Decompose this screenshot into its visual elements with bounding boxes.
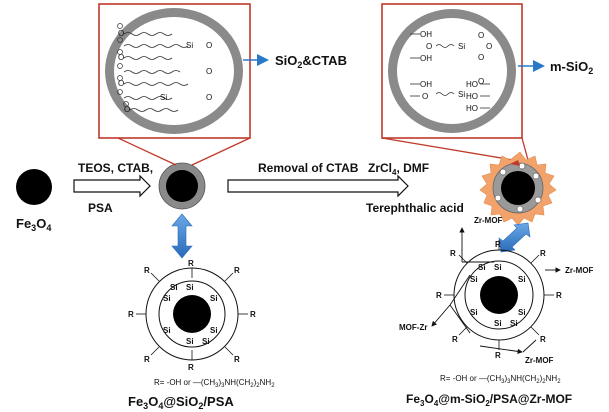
r-label: R <box>144 355 150 364</box>
inset-m-sio2: OH OH OH O O Si Si O O O HO HO HO O <box>381 3 523 139</box>
inset1-si: Si <box>186 41 193 50</box>
zoom-line-1b <box>191 137 251 166</box>
si-label: Si <box>163 294 171 303</box>
product1-label: Fe3O4@SiO2/PSA <box>128 394 234 411</box>
inset2-oh: OH <box>420 30 432 39</box>
product2-label: Fe3O4@m-SiO2/PSA@Zr-MOF <box>406 392 572 408</box>
si-label: Si <box>210 294 218 303</box>
inset1-label: SiO2&CTAB <box>275 53 347 70</box>
inset2-o: O <box>478 77 484 86</box>
r-definition-2: R= -OH or —(CH3)3NH(CH2)2NH2 <box>440 374 561 385</box>
inset2-oh: OH <box>420 80 432 89</box>
double-arrow-1 <box>171 213 193 259</box>
inset2-ho: HO <box>466 80 478 89</box>
mof-zr-label-left: MOF-Zr <box>399 323 427 332</box>
r-label: R <box>144 266 150 275</box>
inset2-oh: OH <box>420 54 432 63</box>
r-label: R <box>495 351 501 360</box>
inset1-o: O <box>206 93 212 102</box>
si-label: Si <box>494 319 502 328</box>
si-label: Si <box>210 326 218 335</box>
si-label: Si <box>470 308 478 317</box>
step3-reagents-bottom: Terephthalic acid <box>366 201 464 215</box>
r-label: R <box>495 240 501 249</box>
r-label: R <box>436 291 442 300</box>
si-label: Si <box>163 326 171 335</box>
r-label: R <box>188 363 194 372</box>
si-label: Si <box>170 283 178 292</box>
double-arrow-2 <box>498 222 531 253</box>
inset1-o: O <box>118 53 124 62</box>
zr-mof-label-top: Zr-MOF <box>474 216 503 225</box>
inset2-o: O <box>478 31 484 40</box>
r-label: R <box>234 266 240 275</box>
r-label: R <box>250 310 256 319</box>
step1-reagents-top: TEOS, CTAB, <box>78 161 153 175</box>
r-label: R <box>540 249 546 258</box>
r-label: R <box>450 249 456 258</box>
fe3o4-label: Fe3O4 <box>16 216 51 233</box>
inset1-o: O <box>118 79 124 88</box>
r-definition-1: R= -OH or —(CH3)3NH(CH2)2NH2 <box>154 378 275 389</box>
si-label: Si <box>518 308 526 317</box>
reaction-arrow-2 <box>227 174 409 198</box>
r-label: R <box>556 291 562 300</box>
step2-label: Removal of CTAB <box>258 161 359 175</box>
inset1-si: Si <box>160 93 167 102</box>
structure-zr-mof: Zr-MOF Zr-MOF MOF-Zr Zr-MOF R R R R R R … <box>399 216 594 365</box>
r-label: R <box>188 259 194 268</box>
zoom-line-1a <box>117 137 177 166</box>
inset2-o: O <box>422 92 428 101</box>
reaction-arrow-1 <box>73 174 151 198</box>
inset-sio2-ctab: O Si O O O Si O O O <box>98 3 251 139</box>
si-label: Si <box>186 283 194 292</box>
inset2-o: O <box>478 53 484 62</box>
zoom-line-2a <box>381 137 514 161</box>
si-label: Si <box>202 337 210 346</box>
si-label: Si <box>186 337 194 346</box>
zr-mof-particle <box>479 151 557 226</box>
inset2-ho: HO <box>466 104 478 113</box>
inset2-ho: HO <box>466 92 478 101</box>
inset1-o: O <box>206 41 212 50</box>
zoom-line-2b <box>521 137 529 161</box>
si-label: Si <box>510 319 518 328</box>
core-shell-particle-1-core <box>166 170 198 202</box>
inset1-o: O <box>118 29 124 38</box>
si-label: Si <box>518 275 526 284</box>
r-label: R <box>540 335 546 344</box>
step1-reagents-bottom: PSA <box>88 201 113 215</box>
inset2-o: O <box>486 42 492 51</box>
inset2-si: Si <box>458 42 465 51</box>
fe3o4-particle <box>16 169 52 205</box>
r-label: R <box>234 355 240 364</box>
inset2-label: m-SiO2 <box>550 59 593 76</box>
inset1-o: O <box>124 105 130 114</box>
inset1-o: O <box>206 67 212 76</box>
inset2-o: O <box>426 42 432 51</box>
inset2-si: Si <box>458 90 465 99</box>
si-label: Si <box>494 263 502 272</box>
si-label: Si <box>478 263 486 272</box>
step3-reagents-top: ZrCl4, DMF <box>368 161 429 177</box>
r-label: R <box>452 335 458 344</box>
si-label: Si <box>470 275 478 284</box>
r-label: R <box>128 310 134 319</box>
zr-mof-label-right: Zr-MOF <box>565 266 594 275</box>
zr-mof-label-bottom: Zr-MOF <box>525 356 554 365</box>
structure-sio2-psa: R R R R R R R R Si Si Si Si Si Si Si Si <box>128 259 256 372</box>
